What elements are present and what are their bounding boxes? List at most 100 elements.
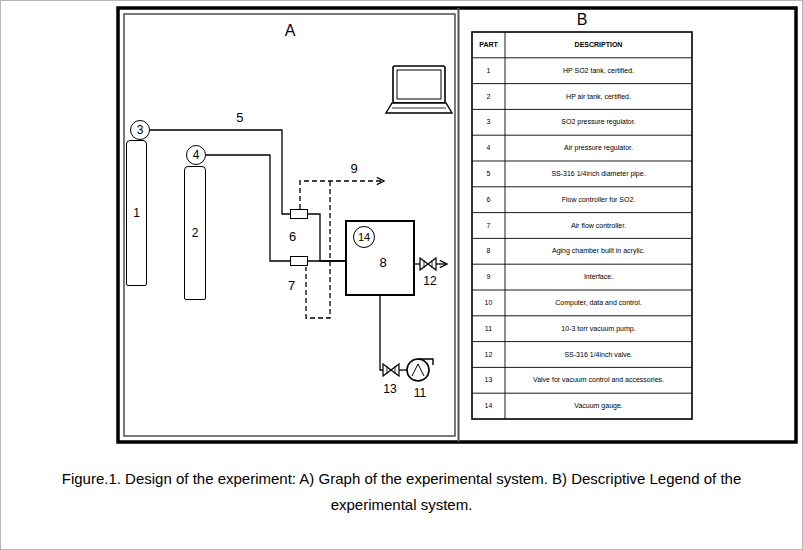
laptop-display xyxy=(397,70,441,99)
laptop-base xyxy=(386,103,452,113)
valve-body xyxy=(420,258,436,270)
part-number: 2 xyxy=(192,227,199,239)
part-number: 6 xyxy=(289,230,296,243)
valve-symbol xyxy=(383,364,399,376)
part-number: 3 xyxy=(137,124,144,136)
valve-tick xyxy=(424,260,425,268)
callout-number: 5 xyxy=(236,111,243,125)
table-rule xyxy=(472,315,692,316)
table-cell: 6 xyxy=(487,196,491,204)
table-cell: 1 xyxy=(487,67,491,75)
pump-outlet xyxy=(418,359,433,365)
figure-caption: Figure.1. Design of the experiment: A) G… xyxy=(40,466,763,517)
valve-symbol xyxy=(420,258,436,270)
table-cell: Interface. xyxy=(584,273,613,281)
table-cell: 3 xyxy=(487,118,491,126)
table-cell: SS-316 1/4inch valve. xyxy=(564,351,632,359)
table-rule xyxy=(472,264,692,265)
table-cell: Aging chamber built in acrylic. xyxy=(552,247,645,255)
table-rule xyxy=(472,393,692,394)
table-rule xyxy=(472,238,692,239)
table-cell: 5 xyxy=(487,170,491,178)
table-cell: Computer, data and control. xyxy=(555,299,641,307)
panel-divider xyxy=(458,8,460,442)
table-cell: Flow controller for SO2. xyxy=(562,196,636,204)
pipe-line xyxy=(206,155,290,261)
table-rule xyxy=(505,32,506,419)
vacuum-line xyxy=(380,296,383,370)
table-cell: 4 xyxy=(487,144,491,152)
callout-number: 13 xyxy=(383,383,396,396)
callout-number: 12 xyxy=(423,275,436,288)
flow-controller: 7 xyxy=(290,256,308,266)
table-cell: 11 xyxy=(485,325,492,333)
table-cell: 8 xyxy=(487,247,491,255)
pressure-regulator: 3 xyxy=(130,120,150,140)
table-rule xyxy=(472,186,692,187)
table-header: PART xyxy=(479,41,498,49)
table-rule xyxy=(472,161,692,162)
pump-symbol xyxy=(407,359,433,381)
flow-controller: 6 xyxy=(290,209,308,219)
pressure-regulator: 4 xyxy=(186,145,206,165)
table-rule xyxy=(472,341,692,342)
callout-number: 9 xyxy=(350,162,357,176)
laptop-screen xyxy=(393,66,445,103)
pump-body xyxy=(407,359,429,381)
table-cell: 2 xyxy=(487,93,491,101)
valve-tick xyxy=(432,260,433,268)
table-cell: Valve for vacuum control and accessories… xyxy=(533,376,664,384)
table-cell: 12 xyxy=(485,351,493,359)
table-cell: SS-316 1/4inch diameter pipe. xyxy=(551,170,645,178)
panel-frame xyxy=(124,14,455,436)
laptop-icon xyxy=(386,66,452,113)
table-rule xyxy=(472,212,692,213)
outlet-line xyxy=(436,263,447,264)
table-rule xyxy=(472,290,692,291)
table-cell: 10 xyxy=(485,299,493,307)
table-cell: 10-3 torr vacuum pump. xyxy=(561,325,635,333)
figure-frame xyxy=(118,8,796,442)
pipe-line xyxy=(308,260,345,261)
aging-chamber: 8 14 xyxy=(345,220,415,296)
callout-number: 11 xyxy=(414,387,426,400)
panel-letter: A xyxy=(285,22,296,40)
table-rule xyxy=(472,57,692,58)
vacuum-gauge: 14 xyxy=(353,226,375,248)
valve-tick xyxy=(387,366,388,374)
table-cell: 9 xyxy=(487,273,491,281)
table-rule xyxy=(472,109,692,110)
part-number: 8 xyxy=(379,256,386,269)
table-rule xyxy=(472,83,692,84)
table-cell: Air flow controller. xyxy=(571,222,626,230)
valve-tick xyxy=(395,366,396,374)
table-cell: HP SO2 tank, certified. xyxy=(563,67,634,75)
vacuum-line xyxy=(399,369,407,370)
pump-impeller xyxy=(412,364,424,376)
gas-tank: 2 xyxy=(184,166,206,300)
table-cell: SO2 pressure regulator. xyxy=(561,118,635,126)
table-cell: 13 xyxy=(485,376,493,384)
table-cell: Air pressure regulator. xyxy=(564,144,633,152)
laptop-keys xyxy=(392,108,446,109)
table-header: DESCRIPTION xyxy=(575,41,623,49)
interface-line xyxy=(300,181,384,209)
table-rule xyxy=(472,135,692,136)
table-border xyxy=(472,32,692,419)
part-number: 14 xyxy=(358,232,370,243)
gas-tank: 1 xyxy=(126,140,147,286)
panel-letter: B xyxy=(577,11,588,29)
table-cell: 14 xyxy=(485,402,493,410)
table-cell: HP air tank, certified. xyxy=(566,93,631,101)
part-number: 7 xyxy=(288,279,295,292)
interface-line xyxy=(306,181,330,318)
part-number: 4 xyxy=(193,149,200,161)
part-number: 1 xyxy=(133,207,140,219)
valve-body xyxy=(383,364,399,376)
pipe-line xyxy=(308,214,345,261)
pipe-line xyxy=(415,263,420,264)
table-rule xyxy=(472,367,692,368)
pipe-line xyxy=(150,130,290,214)
table-cell: Vacuum gauge. xyxy=(574,402,623,410)
